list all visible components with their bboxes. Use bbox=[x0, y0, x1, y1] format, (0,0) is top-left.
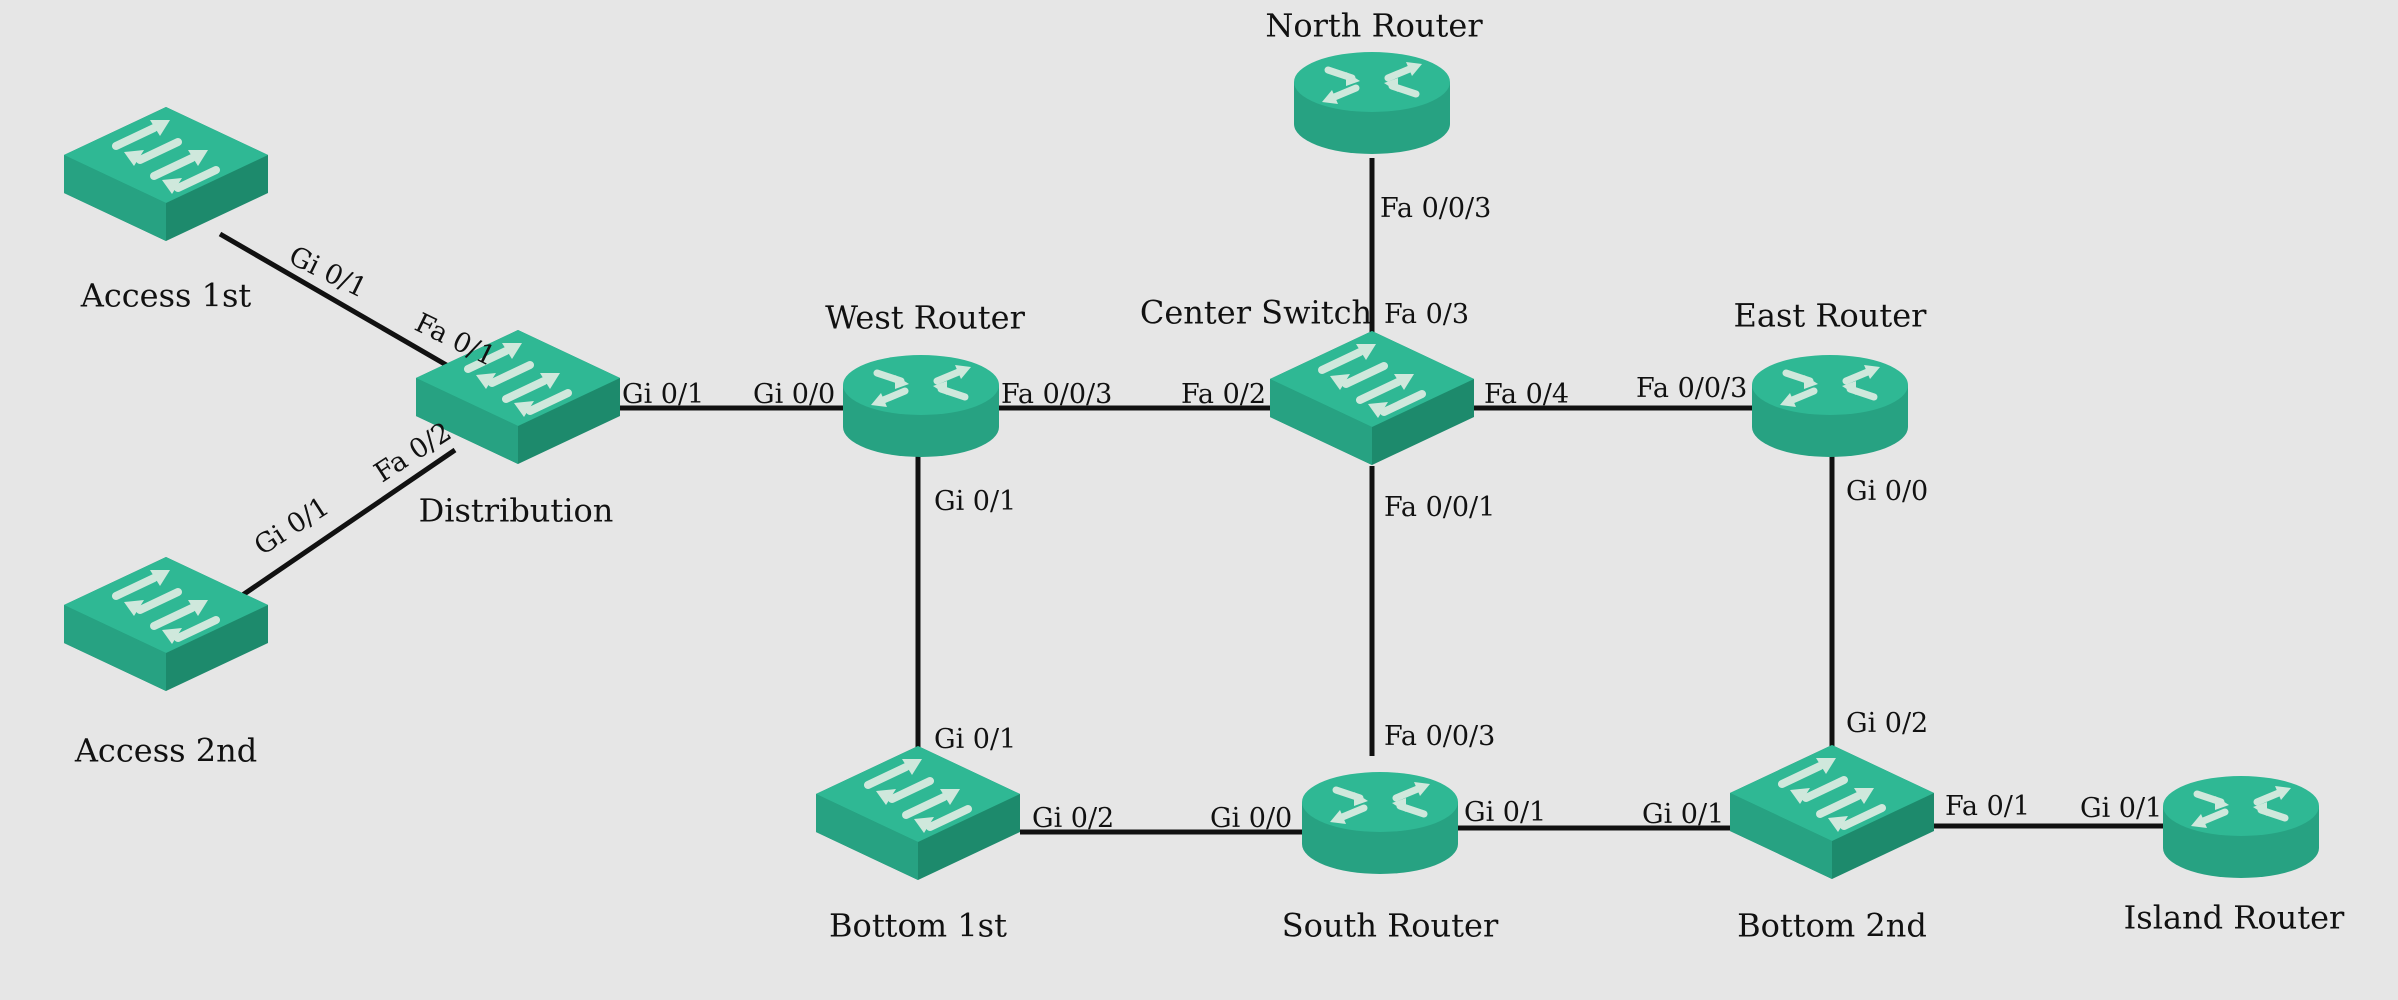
port-label-north: Fa 0/0/3 bbox=[1380, 193, 1491, 224]
switch-icon bbox=[1270, 331, 1474, 465]
south-label: South Router bbox=[1282, 907, 1499, 945]
south-device[interactable]: South Router bbox=[1282, 772, 1499, 945]
router-icon bbox=[1294, 52, 1450, 154]
switch-icon bbox=[64, 107, 268, 241]
access1-label: Access 1st bbox=[80, 277, 252, 315]
access2-device[interactable]: Access 2nd bbox=[64, 557, 268, 770]
port-label-distribution: Gi 0/1 bbox=[622, 379, 704, 410]
port-label-island: Gi 0/1 bbox=[2080, 793, 2162, 824]
port-label-east: Gi 0/0 bbox=[1846, 476, 1928, 507]
center-label: Center Switch bbox=[1140, 294, 1372, 332]
switch-icon bbox=[816, 746, 1020, 880]
link-access1-distribution bbox=[218, 231, 457, 373]
east-label: East Router bbox=[1734, 297, 1928, 335]
port-label-center: Fa 0/0/1 bbox=[1384, 492, 1495, 523]
port-label-center: Fa 0/4 bbox=[1484, 379, 1569, 410]
port-label-access2: Gi 0/1 bbox=[249, 491, 335, 562]
router-icon bbox=[1752, 355, 1908, 457]
port-label-south: Gi 0/0 bbox=[1210, 803, 1292, 834]
bottom2-device[interactable]: Bottom 2nd bbox=[1730, 745, 1934, 945]
router-icon bbox=[2163, 776, 2319, 878]
bottom2-label: Bottom 2nd bbox=[1737, 907, 1927, 945]
west-label: West Router bbox=[825, 299, 1025, 337]
access1-device[interactable]: Access 1st bbox=[64, 107, 268, 315]
island-label: Island Router bbox=[2124, 899, 2345, 937]
west-device[interactable]: West Router bbox=[825, 299, 1026, 458]
port-label-center: Fa 0/2 bbox=[1181, 379, 1266, 410]
bottom1-label: Bottom 1st bbox=[829, 907, 1007, 945]
switch-icon bbox=[1730, 745, 1934, 879]
north-device[interactable]: North Router bbox=[1265, 7, 1483, 155]
center-device[interactable]: Center Switch bbox=[1140, 294, 1474, 466]
router-icon bbox=[1302, 772, 1458, 874]
port-label-south: Fa 0/0/3 bbox=[1384, 721, 1495, 752]
distribution-label: Distribution bbox=[419, 492, 614, 530]
port-label-bottom2: Fa 0/1 bbox=[1945, 791, 2030, 822]
port-label-east: Fa 0/0/3 bbox=[1636, 373, 1747, 404]
port-label-west: Gi 0/0 bbox=[753, 379, 835, 410]
switch-icon bbox=[64, 557, 268, 691]
port-label-bottom1: Gi 0/1 bbox=[934, 724, 1016, 755]
port-label-bottom2: Gi 0/2 bbox=[1846, 708, 1928, 739]
island-device[interactable]: Island Router bbox=[2124, 776, 2345, 937]
router-icon bbox=[843, 355, 999, 457]
east-device[interactable]: East Router bbox=[1734, 297, 1928, 458]
port-label-west: Gi 0/1 bbox=[934, 486, 1016, 517]
port-label-bottom1: Gi 0/2 bbox=[1032, 803, 1114, 834]
port-label-center: Fa 0/3 bbox=[1384, 299, 1469, 330]
link-access2-distribution bbox=[226, 447, 457, 608]
access2-label: Access 2nd bbox=[74, 732, 257, 770]
port-label-bottom2: Gi 0/1 bbox=[1642, 799, 1724, 830]
bottom1-device[interactable]: Bottom 1st bbox=[816, 746, 1020, 945]
north-label: North Router bbox=[1265, 7, 1483, 45]
port-label-west: Fa 0/0/3 bbox=[1001, 379, 1112, 410]
distribution-device[interactable]: Distribution bbox=[416, 330, 620, 530]
port-label-south: Gi 0/1 bbox=[1464, 797, 1546, 828]
